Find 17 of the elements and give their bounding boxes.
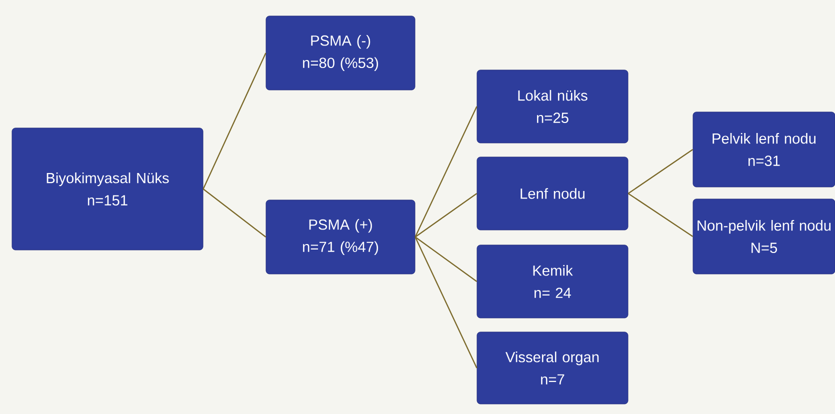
connector-line <box>414 106 478 238</box>
category-box: Lokal nüks n=25 <box>476 70 628 144</box>
category-box: Non-pelvik lenf nodu N=5 <box>692 198 835 274</box>
connector-line <box>414 193 478 238</box>
category-box: Biyokimyasal Nüks n=151 <box>12 128 204 250</box>
connector-line <box>414 236 478 282</box>
connector-line <box>628 193 694 237</box>
category-box: PSMA (-) n=80 (%53) <box>266 16 416 90</box>
category-box: Lenf nodu <box>476 156 628 230</box>
category-box: PSMA (+) n=71 (%47) <box>266 200 416 274</box>
connector-line <box>628 149 694 194</box>
connector-line <box>202 188 266 238</box>
category-box: Pelvik lenf nodu n=31 <box>692 112 835 188</box>
category-box: Kemik n= 24 <box>476 244 628 318</box>
category-box: Visseral organ n=7 <box>476 332 628 404</box>
connector-line <box>414 236 478 368</box>
connector-line <box>202 52 266 190</box>
